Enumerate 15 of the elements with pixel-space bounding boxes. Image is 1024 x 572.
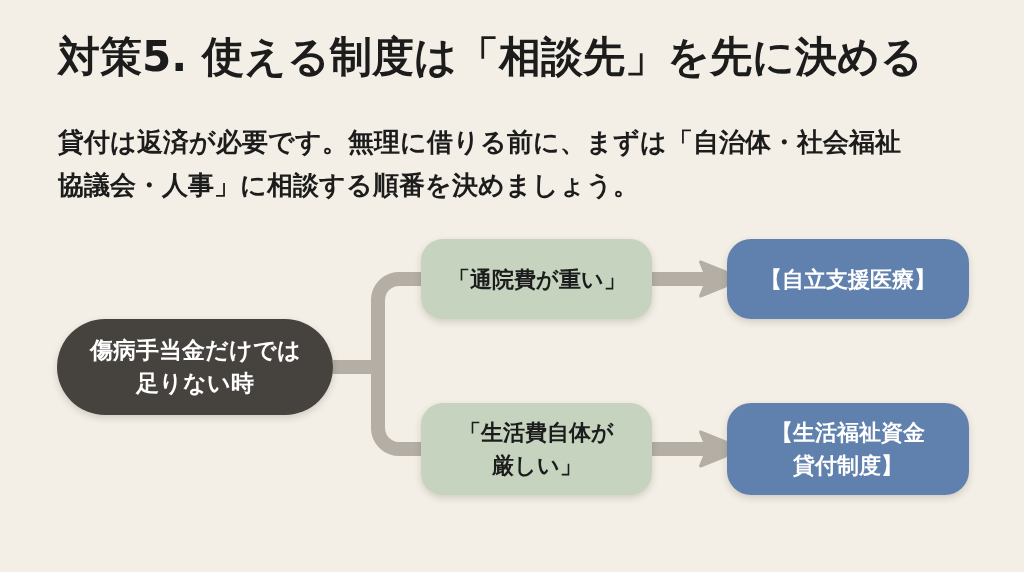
node-text: 「通院費が重い」 — [447, 265, 626, 294]
node-text: 傷病手当金だけでは足りない時 — [88, 336, 302, 398]
title: 対策5. 使える制度は「相談先」を先に決める — [58, 32, 923, 82]
support-box — [727, 403, 969, 495]
support-box — [727, 239, 969, 319]
node-text: 【自立支援医療】 — [760, 265, 936, 294]
node-text: 【生活福祉資金貸付制度】 — [770, 419, 926, 480]
node-text: 「生活費自体が厳しい」 — [458, 419, 615, 480]
branch-connector — [371, 272, 421, 360]
branch-connector — [371, 374, 421, 456]
connector-trunk — [333, 360, 385, 374]
condition-box — [421, 403, 652, 495]
start-pill — [57, 319, 333, 415]
intro-text: 貸付は返済が必要です。無理に借りる前に、まずは「自治体・社会福祉協議会・人事」に相談する順番を決めましょう。 — [58, 126, 902, 202]
condition-box — [421, 239, 652, 319]
